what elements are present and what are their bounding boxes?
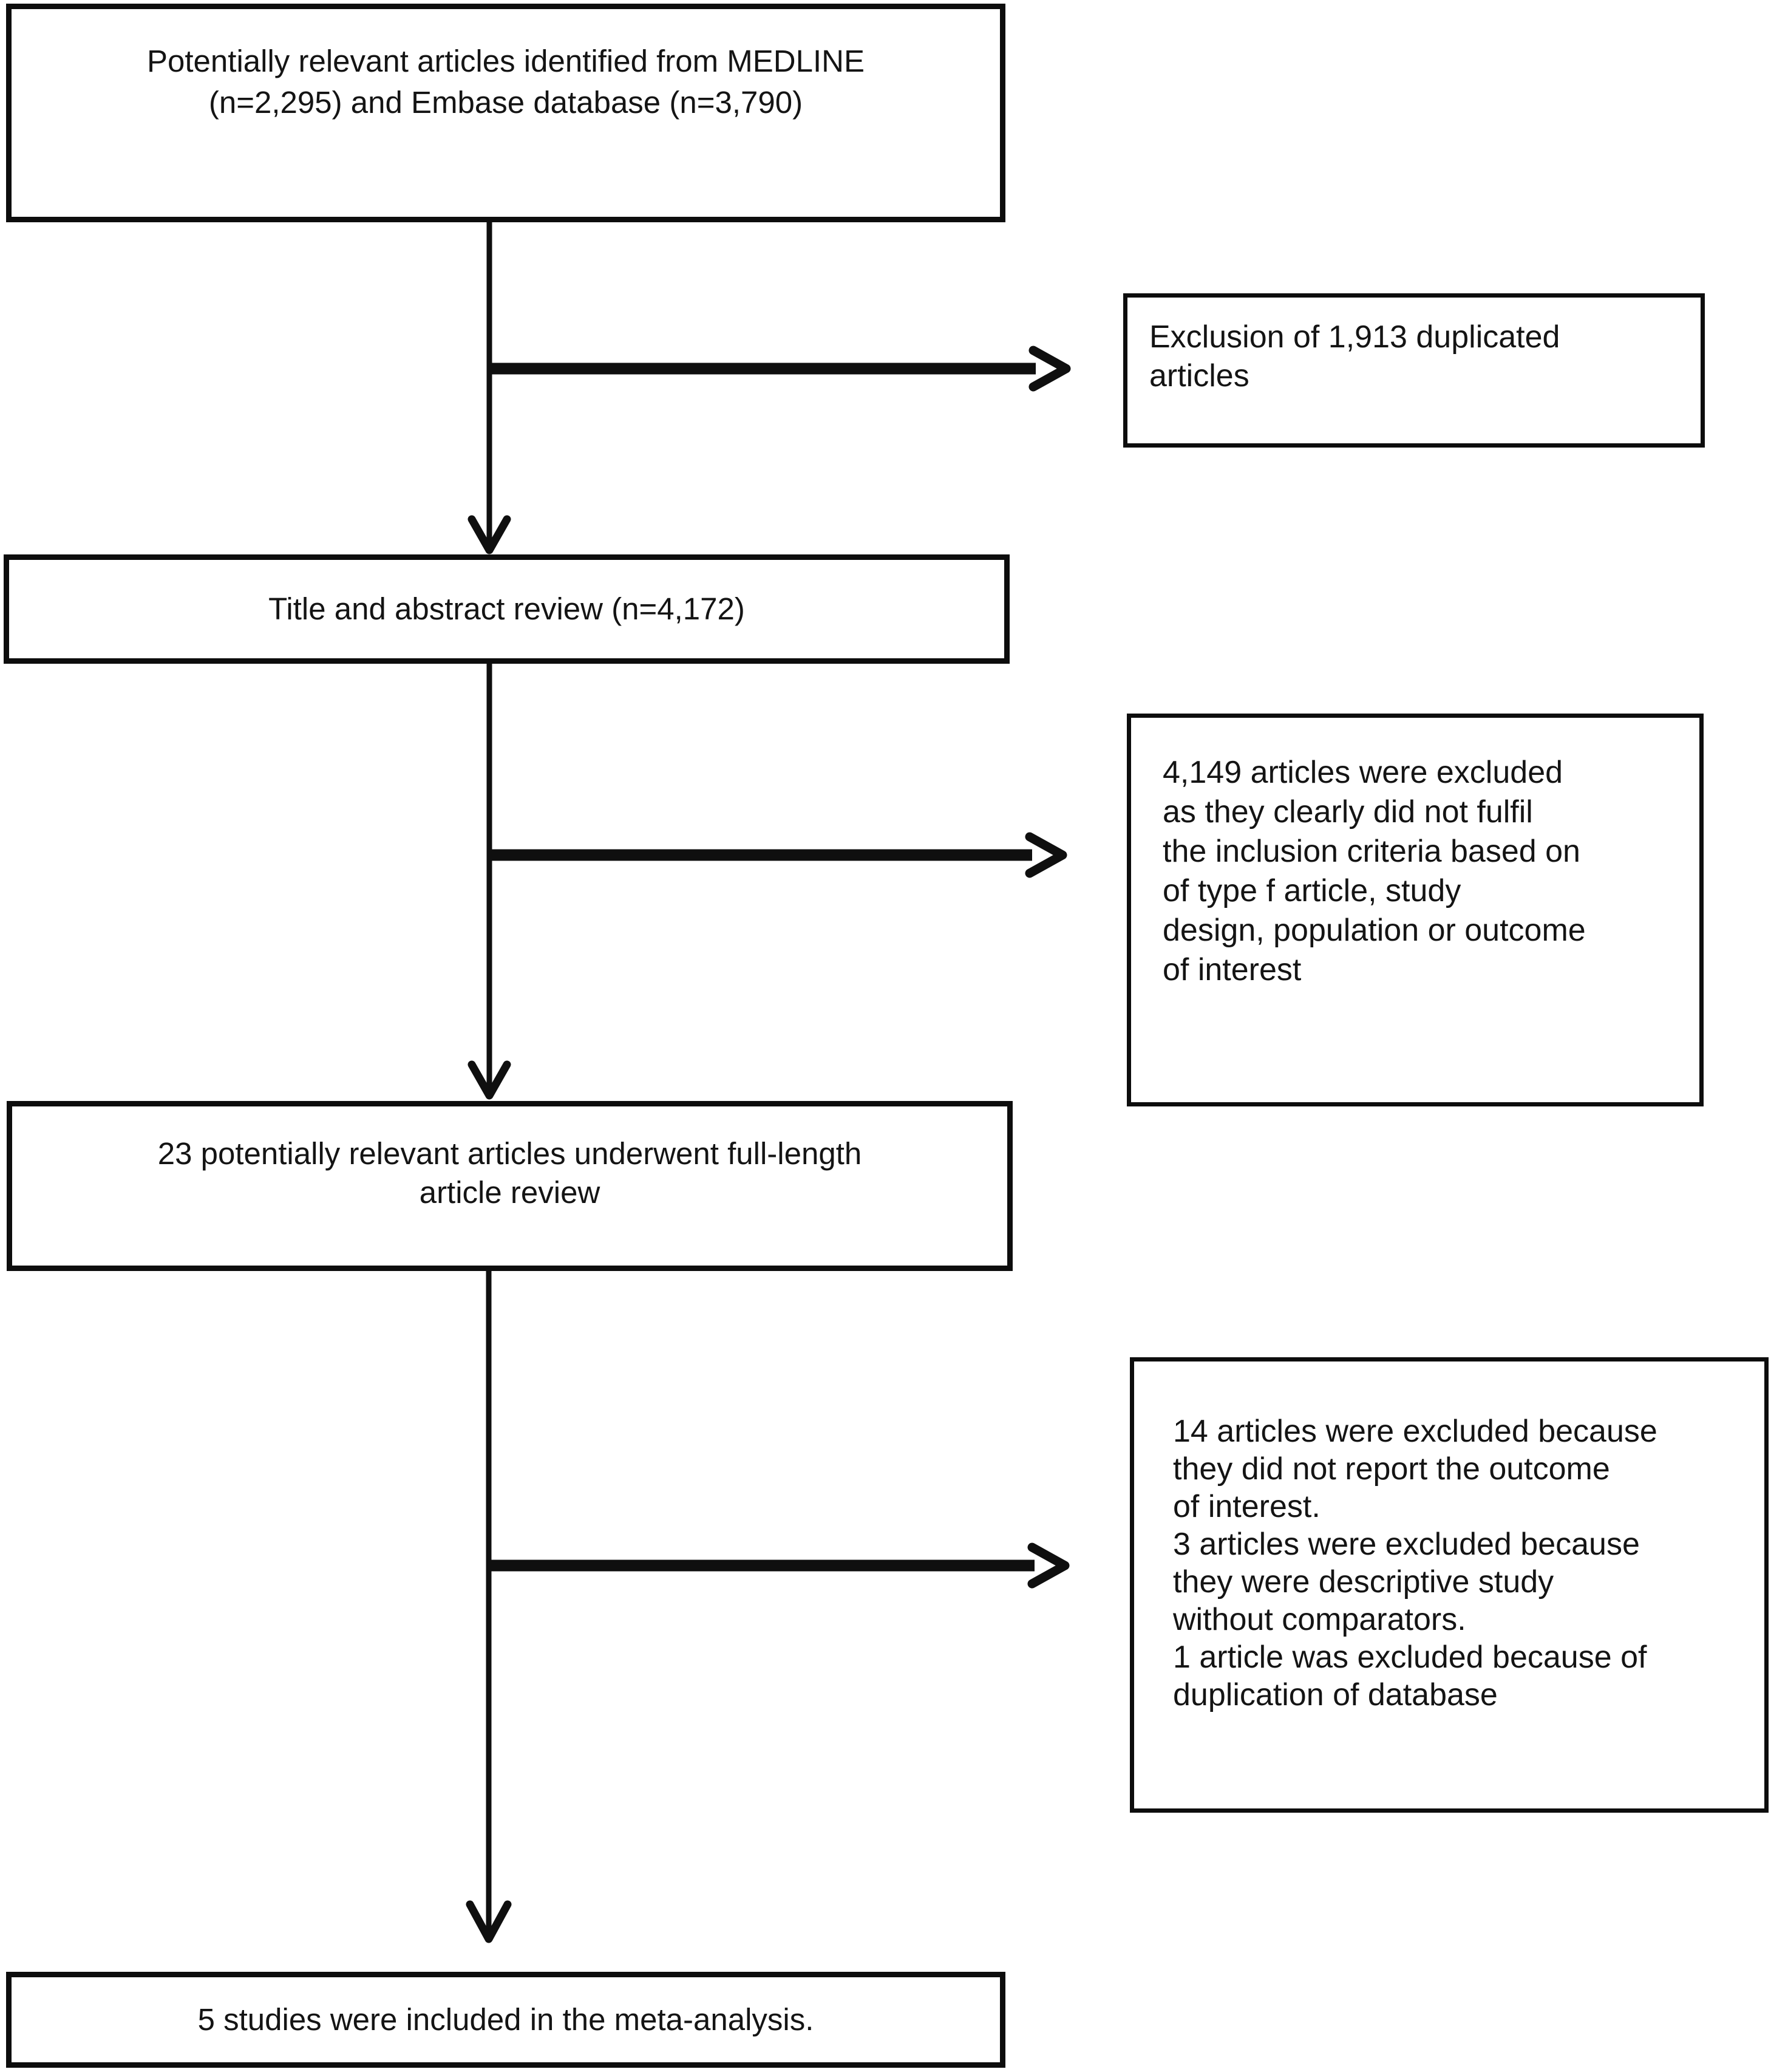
box-exclusion-full-length-line-4: 3 articles were excluded because <box>1173 1527 1640 1562</box>
box-exclusion-full-length-line-8: duplication of database <box>1173 1677 1498 1712</box>
box-full-length-review-line-2: article review <box>419 1175 600 1210</box>
arrow-to-exclusion-duplicates <box>489 346 1071 392</box>
box-exclusion-full-length-line-1: 14 articles were excluded because <box>1173 1414 1657 1449</box>
arrow-identification-to-title-abstract <box>467 222 511 554</box>
box-exclusion-full-length-line-6: without comparators. <box>1173 1602 1466 1637</box>
box-included-line-1: 5 studies were included in the meta-anal… <box>197 2002 814 2037</box>
box-exclusion-duplicates-line-1: Exclusion of 1,913 duplicated <box>1149 319 1560 355</box>
box-exclusion-duplicates-line-2: articles <box>1149 358 1249 394</box>
box-title-abstract-review-line-1: Title and abstract review (n=4,172) <box>268 591 745 626</box>
arrow-to-exclusion-screening <box>489 832 1067 878</box>
box-exclusion-full-length-line-3: of interest. <box>1173 1489 1321 1524</box>
box-identification: Potentially relevant articles identified… <box>6 4 1005 222</box>
box-title-abstract-review: Title and abstract review (n=4,172) <box>4 554 1010 664</box>
box-exclusion-title-abstract-line-5: design, population or outcome <box>1163 913 1586 948</box>
box-included: 5 studies were included in the meta-anal… <box>6 1972 1005 2068</box>
box-exclusion-title-abstract-line-1: 4,149 articles were excluded <box>1163 755 1563 790</box>
box-exclusion-title-abstract-line-6: of interest <box>1163 952 1302 987</box>
box-exclusion-title-abstract-line-2: as they clearly did not fulfil <box>1163 794 1533 830</box>
arrow-to-exclusion-fulltext <box>489 1542 1070 1589</box>
box-exclusion-title-abstract-line-4: of type f article, study <box>1163 873 1461 908</box>
box-exclusion-title-abstract: 4,149 articles were excluded as they clea… <box>1127 714 1704 1106</box>
box-exclusion-full-length-line-5: they were descriptive study <box>1173 1564 1554 1600</box>
box-exclusion-full-length-line-2: they did not report the outcome <box>1173 1451 1610 1487</box>
box-full-length-review: 23 potentially relevant articles underwe… <box>7 1101 1013 1271</box>
box-identification-line-1: Potentially relevant articles identified… <box>147 44 865 78</box>
box-exclusion-full-length-line-7: 1 article was excluded because of <box>1173 1640 1647 1675</box>
box-exclusion-title-abstract-line-3: the inclusion criteria based on <box>1163 834 1580 869</box>
box-full-length-review-line-1: 23 potentially relevant articles underwe… <box>157 1136 862 1171</box>
box-identification-line-2: (n=2,295) and Embase database (n=3,790) <box>208 85 803 120</box>
arrow-full-length-to-included <box>466 1271 512 1943</box>
arrow-title-abstract-to-full-length <box>467 664 511 1100</box>
